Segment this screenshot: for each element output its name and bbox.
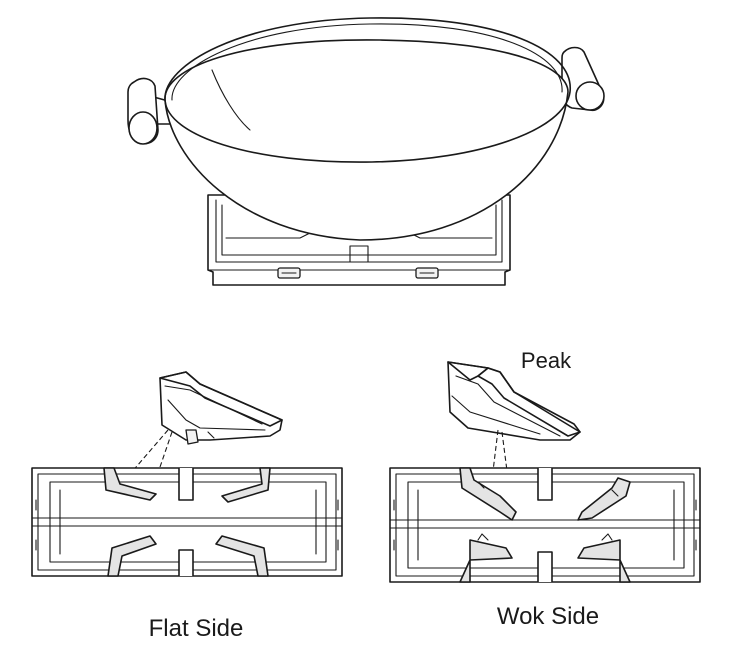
wok-right-handle <box>559 46 605 112</box>
wok-side-label: Wok Side <box>497 603 599 630</box>
flat-side-callout-line-2 <box>147 431 173 503</box>
wok-on-grate-illustration <box>127 17 605 286</box>
flat-side-callout-line-1 <box>117 429 169 489</box>
wok-side-grate <box>389 467 701 583</box>
flat-side-grate <box>31 467 343 577</box>
flat-side-support-detail <box>159 371 283 445</box>
peak-label: Peak <box>521 348 572 373</box>
flat-side-illustration <box>31 371 343 577</box>
wok-side-callout-line-1 <box>489 429 499 497</box>
wok-side-illustration: Peak <box>389 348 701 583</box>
wok-bowl <box>164 17 571 241</box>
wok-side-support-detail <box>447 361 581 441</box>
flat-side-label: Flat Side <box>149 615 244 642</box>
wok-left-handle <box>127 77 173 145</box>
